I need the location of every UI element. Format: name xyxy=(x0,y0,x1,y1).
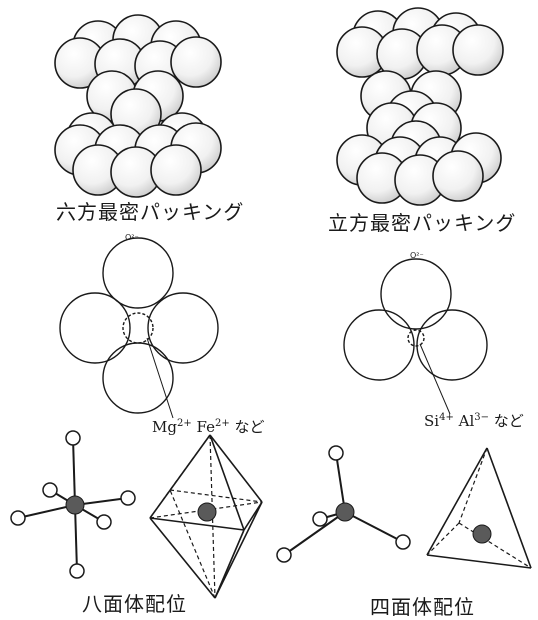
oxygen-circle-left xyxy=(60,293,130,363)
tetrahedron-polyhedron xyxy=(427,448,531,568)
oxygen-circle-right xyxy=(417,310,487,380)
oxygen-ball-bottom xyxy=(70,564,84,578)
hcp-sphere-stack xyxy=(55,15,221,197)
ion-label-right: Si4+ Al3− など xyxy=(424,410,524,431)
tetrahedron-cation xyxy=(473,525,491,543)
packing-sphere xyxy=(453,25,503,75)
octahedral-site-circles xyxy=(60,238,218,418)
oxygen-circle-bottom xyxy=(103,343,173,413)
caption-octahedral: 八面体配位 xyxy=(82,588,187,617)
oxygen-ball-right xyxy=(396,535,410,549)
oxygen-ball-left xyxy=(277,548,291,562)
packing-sphere xyxy=(171,37,221,87)
octahedral-ball-stick xyxy=(11,431,135,578)
oxygen-circle-top xyxy=(381,259,451,329)
caption-ccp: 立方最密パッキング xyxy=(328,207,516,236)
oxygen-ball-back xyxy=(313,512,327,526)
oxygen-label-left: O²⁻ xyxy=(125,233,139,242)
oxygen-circle-left xyxy=(344,310,414,380)
caption-tetrahedral: 四面体配位 xyxy=(370,591,475,620)
caption-hcp: 六方最密パッキング xyxy=(56,196,244,225)
tetrahedral-site-circles xyxy=(344,259,487,414)
oxygen-ball-top xyxy=(329,446,343,460)
oxygen-ball-left xyxy=(11,511,25,525)
cation-ball xyxy=(66,496,84,514)
cation-site-circle xyxy=(408,330,424,346)
oxygen-ball-front-right xyxy=(97,515,111,529)
tetrahedral-ball-stick xyxy=(277,446,410,562)
octahedron-cation xyxy=(198,503,216,521)
ccp-sphere-stack xyxy=(337,8,503,205)
oxygen-ball-top xyxy=(66,431,80,445)
oxygen-ball-right xyxy=(121,491,135,505)
octahedron-polyhedron xyxy=(150,435,262,598)
ion-label-left: Mg2+ Fe2+ など xyxy=(152,416,265,437)
oxygen-circle-right xyxy=(148,293,218,363)
oxygen-ball-back-left xyxy=(43,483,57,497)
cation-ball xyxy=(336,503,354,521)
packing-sphere xyxy=(151,145,201,195)
oxygen-label-right: O²⁻ xyxy=(410,251,424,260)
packing-sphere xyxy=(433,151,483,201)
